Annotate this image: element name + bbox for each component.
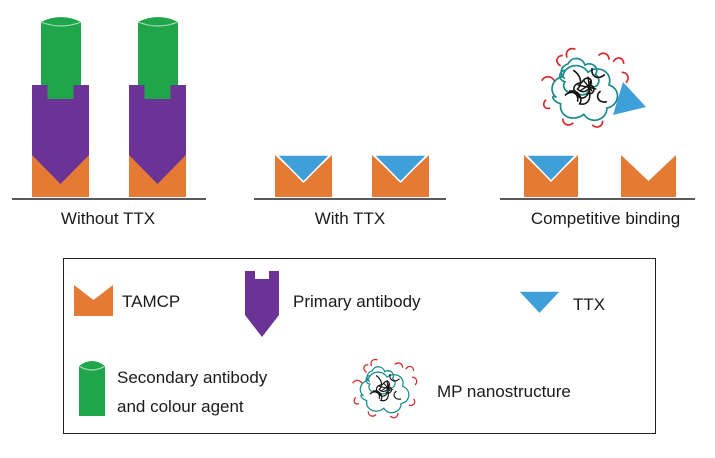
primary-antibody-right (129, 85, 186, 185)
legend-label-tamcp: TAMCP (122, 292, 181, 311)
ttx-bound-right (373, 154, 428, 183)
legend-label-mp-nanostructure: MP nanostructure (437, 382, 571, 401)
secondary-antibody-left (41, 17, 81, 99)
primary-antibody-legend-icon (245, 271, 279, 337)
legend-label-ttx: TTX (573, 295, 606, 314)
secondary-antibody-left-rim (40, 21, 82, 27)
tamcp-competitive-left (524, 155, 578, 197)
primary-antibody-left (32, 85, 89, 185)
secondary-antibody-right (138, 17, 178, 99)
caption-without-ttx: Without TTX (60, 209, 156, 228)
mp-nanostructure-diagram (540, 47, 629, 128)
ttx-legend-icon (517, 290, 562, 315)
secondary-antibody-legend-icon-rim (78, 365, 106, 371)
tamcp-without-ttx-left (32, 155, 89, 197)
tamcp-with-ttx-right (372, 155, 429, 197)
ttx-bound-left (276, 154, 331, 183)
tamcp-with-ttx-left (275, 155, 332, 197)
secondary-antibody-legend-icon (79, 361, 105, 416)
legend-label-secondary-line2: and colour agent (117, 397, 244, 416)
ttx-on-mp-nanostructure (613, 82, 646, 115)
tamcp-legend-icon (74, 285, 113, 316)
legend-box (63, 258, 656, 434)
ttx-bound-competitive (525, 154, 577, 182)
caption-competitive-binding: Competitive binding (530, 209, 681, 228)
secondary-antibody-right-rim (137, 21, 179, 27)
tamcp-competitive-right (621, 155, 676, 197)
caption-with-ttx: With TTX (314, 209, 386, 228)
tamcp-without-ttx-right (129, 155, 186, 197)
legend-label-primary-antibody: Primary antibody (293, 292, 421, 311)
legend-label-secondary-line1: Secondary antibody (117, 368, 268, 387)
